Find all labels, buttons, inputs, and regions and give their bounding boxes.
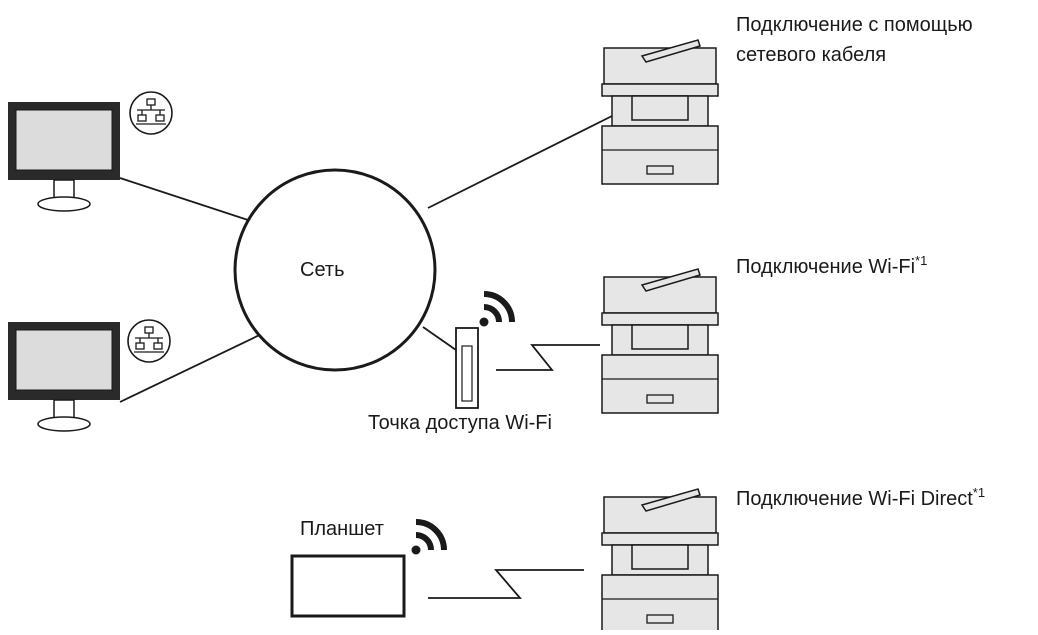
network-ap-line <box>422 326 457 351</box>
ap-printer2-wireless-line <box>496 344 600 371</box>
cable-connection-label-line2: сетевого кабеля <box>736 44 887 66</box>
network-circle <box>233 168 437 372</box>
wifi-connection-text: Подключение Wi-Fi <box>736 256 916 278</box>
monitor-icon <box>7 101 121 212</box>
tablet-printer3-wireless-line <box>428 569 584 599</box>
wifi-footnote-marker: *1 <box>915 253 928 268</box>
wifi-direct-connection-text: Подключение Wi-Fi Direct <box>736 488 973 510</box>
wifi-connection-label: Подключение Wi-Fi*1 <box>736 254 927 280</box>
cable-connection-label-line1: Подключение с помощью <box>736 14 973 36</box>
tablet-icon <box>290 554 406 618</box>
lan-network-icon <box>127 319 171 363</box>
wifi-signal-icon <box>480 294 513 327</box>
tablet-label: Планшет <box>300 518 384 540</box>
printer-icon <box>601 488 719 634</box>
monitor-icon <box>7 321 121 432</box>
wifi-direct-footnote-marker: *1 <box>972 485 986 500</box>
wifi-direct-connection-label: Подключение Wi-Fi Direct*1 <box>736 486 985 512</box>
access-point-slot <box>461 345 473 402</box>
printer-icon <box>601 268 719 414</box>
lan-network-icon <box>129 91 173 135</box>
connection-lines <box>119 115 613 599</box>
wifi-signal-icon <box>412 522 445 555</box>
printer-icon <box>601 39 719 185</box>
network-label: Сеть <box>300 259 345 281</box>
pc2-network-line <box>119 329 271 403</box>
network-printer1-line <box>427 115 613 209</box>
access-point-label: Точка доступа Wi-Fi <box>368 412 552 434</box>
pc1-network-line <box>119 177 249 221</box>
